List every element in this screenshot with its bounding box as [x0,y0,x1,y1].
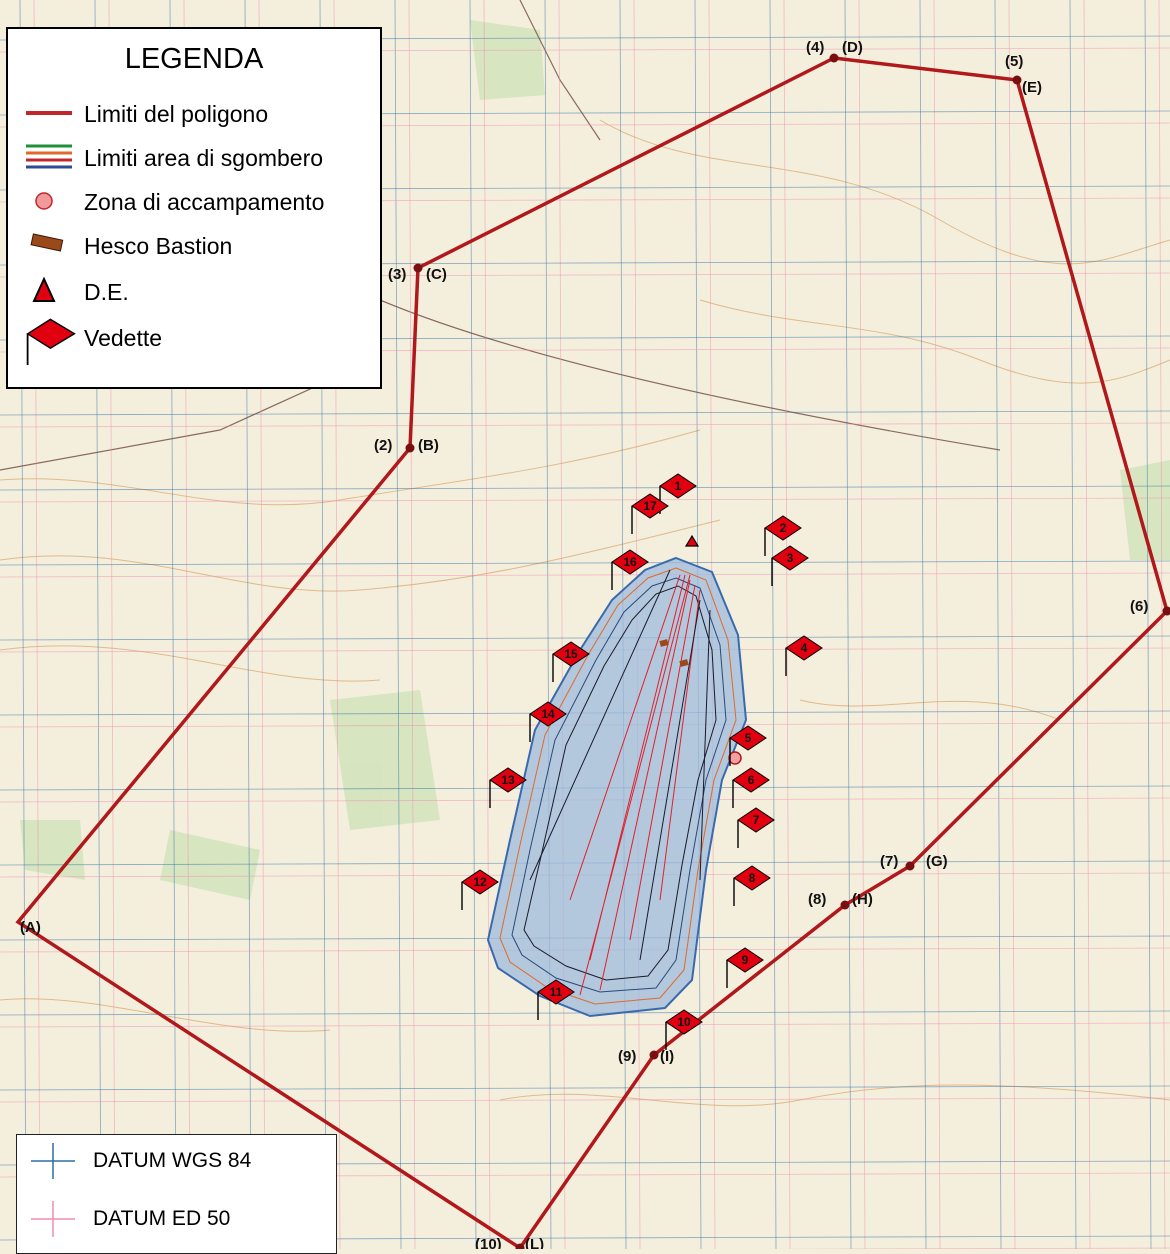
blue-cross-icon [25,1141,81,1181]
vedetta-number: 6 [748,773,755,787]
vedetta-number: 11 [550,985,563,999]
datum-item-wgs84: DATUM WGS 84 [17,1135,337,1185]
vertex-number-label: (6) [1130,598,1148,615]
vertex-number-label: (5) [1005,53,1023,70]
vertex-number-label: (2) [374,437,392,454]
vertex-number-label: (4) [806,39,824,56]
legend-item-polygon-limits: Limiti del poligono [24,93,374,133]
vedetta-number: 2 [780,521,787,535]
datum-label: DATUM WGS 84 [93,1149,251,1173]
camp-zone-marker[interactable] [729,752,741,764]
legend-label: D.E. [84,279,129,306]
vertex-point[interactable] [650,1051,659,1060]
vedetta-number: 4 [801,641,808,655]
vedetta-number: 17 [643,499,657,513]
legend-item-hesco-bastion: Hesco Bastion [24,225,374,265]
datum-legend-panel: DATUM WGS 84 DATUM ED 50 [16,1134,337,1254]
vertex-letter-label: (H) [852,891,873,908]
vertex-letter-label: (G) [926,853,948,870]
vertex-letter-label: (C) [426,266,447,283]
vedetta-number: 13 [501,773,515,787]
vertex-point[interactable] [406,444,415,453]
pink-circle-icon [24,181,74,221]
vertex-number-label: (3) [388,266,406,283]
legend-item-vedette: Vedette [24,317,374,357]
legend-title: LEGENDA [8,43,380,76]
vedetta-number: 5 [745,731,752,745]
red-line-icon [24,93,74,133]
legend-item-de: D.E. [24,271,374,311]
legend-label: Zona di accampamento [84,189,324,216]
vedetta-number: 7 [753,813,760,827]
vertex-point[interactable] [830,54,839,63]
vertex-letter-label: (E) [1022,79,1042,96]
legend-panel: LEGENDA Limiti del poligono Limiti area … [6,27,382,389]
vertex-letter-label: (L) [525,1236,544,1249]
vertex-number-label: (10) [475,1236,502,1249]
vedetta-number: 3 [787,551,794,565]
vertex-point[interactable] [841,901,850,910]
vertex-letter-label: (A) [20,919,41,936]
datum-item-ed50: DATUM ED 50 [17,1193,337,1243]
vertex-number-label: (9) [618,1048,636,1065]
vedetta-number: 10 [677,1015,691,1029]
vedetta-number: 8 [749,871,756,885]
vertex-point[interactable] [414,264,423,273]
vertex-number-label: (7) [880,853,898,870]
legend-label: Limiti del poligono [84,101,268,128]
vertex-letter-label: (I) [660,1048,674,1065]
vedetta-number: 12 [473,875,487,889]
legend-label: Vedette [84,325,162,352]
datum-label: DATUM ED 50 [93,1207,230,1231]
legend-label: Limiti area di sgombero [84,145,323,172]
red-triangle-icon [24,271,74,311]
legend-label: Hesco Bastion [84,233,232,260]
vertex-letter-label: (B) [418,437,439,454]
legend-item-clearance-limits: Limiti area di sgombero [24,137,374,177]
red-flag-icon [24,317,84,365]
vedetta-number: 16 [623,555,637,569]
vertex-number-label: (8) [808,891,826,908]
vertex-point[interactable] [906,862,915,871]
vedetta-number: 14 [541,707,555,721]
vedetta-number: 15 [564,647,578,661]
vedetta-number: 9 [742,953,749,967]
vedetta-number: 1 [675,479,682,493]
pink-cross-icon [25,1199,81,1239]
brown-bar-icon [24,225,74,265]
vertex-point[interactable] [1013,76,1022,85]
vertex-letter-label: (D) [842,39,863,56]
multicolor-lines-icon [24,137,74,177]
legend-item-camp-zone: Zona di accampamento [24,181,374,221]
